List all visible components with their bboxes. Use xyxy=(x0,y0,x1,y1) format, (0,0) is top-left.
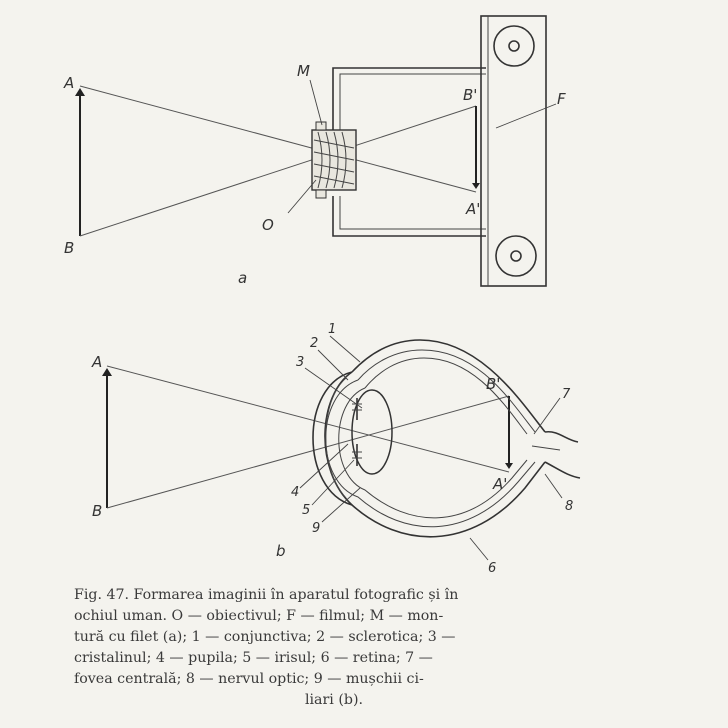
label-part-3: 3 xyxy=(296,355,304,370)
label-a-point-b-prime: B' xyxy=(463,86,477,104)
label-part-6: 6 xyxy=(488,561,496,576)
label-part-4: 4 xyxy=(291,485,299,500)
label-part-1: 1 xyxy=(328,322,336,337)
label-panel-a: a xyxy=(238,269,247,287)
label-b-point-b-prime: B' xyxy=(486,375,500,393)
figure-caption: Fig. 47. Formarea imaginii în aparatul f… xyxy=(74,585,594,711)
label-part-7: 7 xyxy=(562,387,571,402)
caption-line: cristalinul; 4 — pupila; 5 — irisul; 6 —… xyxy=(74,650,433,666)
ray-a-top xyxy=(79,85,477,193)
caption-line: Fig. 47. Formarea imaginii în aparatul f… xyxy=(74,587,459,603)
diagram-camera: A B B' A' M O F a xyxy=(63,15,566,287)
label-a-point-a-prime: A' xyxy=(465,200,480,218)
label-part-2: 2 xyxy=(310,336,318,351)
label-a-point-b: B xyxy=(64,239,74,257)
label-part-8: 8 xyxy=(565,499,573,514)
label-b-point-b: B xyxy=(92,502,102,520)
caption-line: tură cu filet (a); 1 — conjunctiva; 2 — … xyxy=(74,629,456,645)
ray-b-top xyxy=(106,365,510,473)
caption-line: fovea centrală; 8 — nervul optic; 9 — mu… xyxy=(74,671,424,687)
label-part-9: 9 xyxy=(312,521,320,536)
lens-mount xyxy=(311,121,357,199)
film-cassette xyxy=(480,15,547,287)
label-b-point-a: A xyxy=(91,353,102,371)
label-panel-b: b xyxy=(276,542,286,560)
crystalline-lens xyxy=(351,389,393,475)
label-film-f: F xyxy=(557,90,566,108)
label-objective-o: O xyxy=(262,216,274,234)
optic-nerve xyxy=(544,430,581,479)
label-mount-m: M xyxy=(297,62,310,80)
label-b-point-a-prime: A' xyxy=(492,475,507,493)
ray-a-bottom xyxy=(79,105,477,237)
label-part-5: 5 xyxy=(302,503,310,518)
caption-line: liari (b). xyxy=(304,692,364,708)
eyeball xyxy=(312,339,546,538)
caption-line: ochiul uman. O — obiectivul; F — filmul;… xyxy=(74,608,444,624)
diagram-eye: A B B' A' b 1 2 3 4 5 9 6 7 8 xyxy=(91,322,581,576)
label-a-point-a: A xyxy=(63,74,74,92)
ray-b-bottom xyxy=(106,395,510,509)
